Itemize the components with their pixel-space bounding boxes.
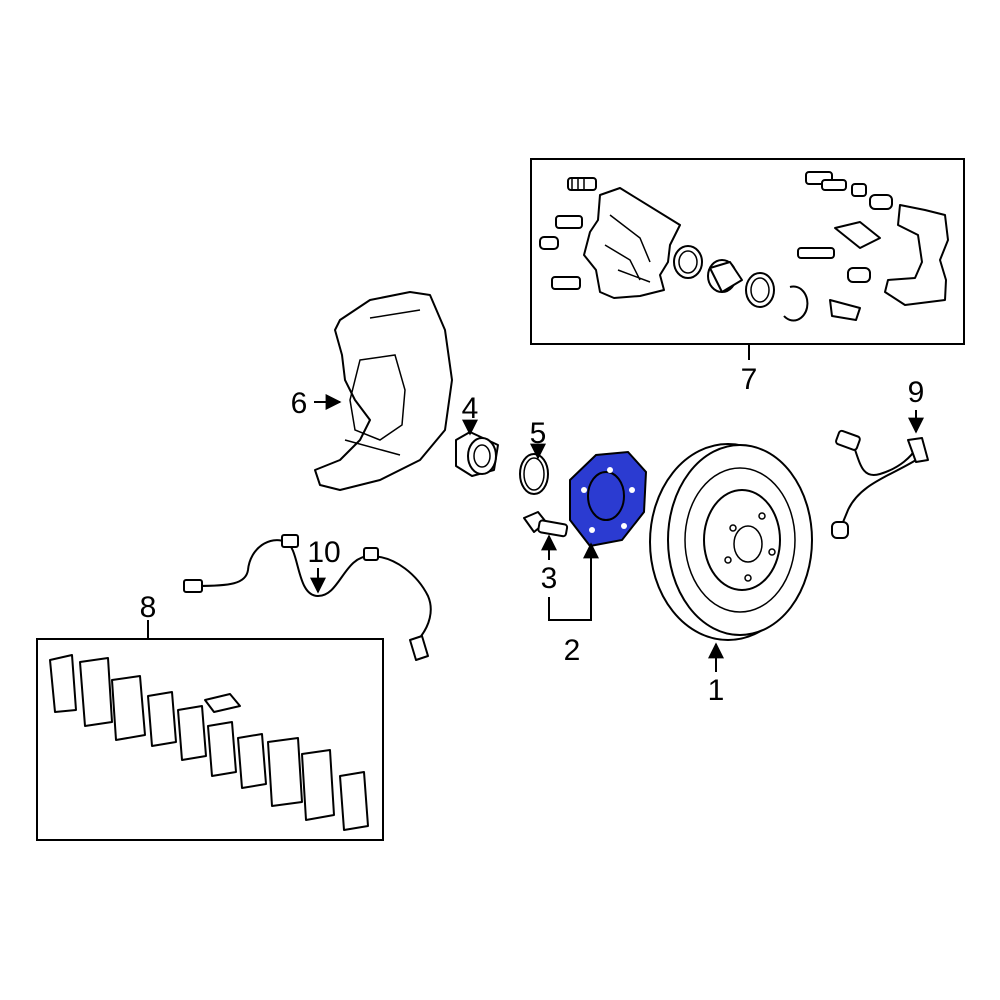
brake-pads-box	[36, 638, 384, 841]
caliper-body	[583, 187, 681, 299]
brake-rotor	[649, 443, 813, 641]
callout-2: 2	[564, 634, 581, 667]
speed-sensor-wire	[183, 534, 432, 661]
callout-10: 10	[307, 536, 340, 569]
piston	[707, 259, 743, 293]
wheel-bearing	[455, 431, 499, 477]
callout-1: 1	[708, 674, 725, 707]
caliper-bracket	[884, 204, 949, 306]
callout-7: 7	[741, 363, 758, 396]
dust-shield	[314, 291, 453, 491]
callout-5: 5	[530, 417, 547, 450]
brake-hose	[831, 429, 929, 539]
leader-lines	[147, 344, 924, 672]
hub-bolt	[523, 511, 569, 538]
callout-6: 6	[291, 387, 308, 420]
snap-ring	[783, 285, 809, 322]
callout-4: 4	[462, 392, 479, 425]
caliper-bolt-icon	[539, 177, 597, 290]
snap-ring-5	[519, 453, 549, 495]
callout-8: 8	[140, 591, 157, 624]
wheel-hub-highlighted	[569, 450, 648, 548]
callout-9: 9	[908, 376, 925, 409]
caliper-assembly-box	[530, 158, 965, 345]
callout-3: 3	[541, 562, 558, 595]
